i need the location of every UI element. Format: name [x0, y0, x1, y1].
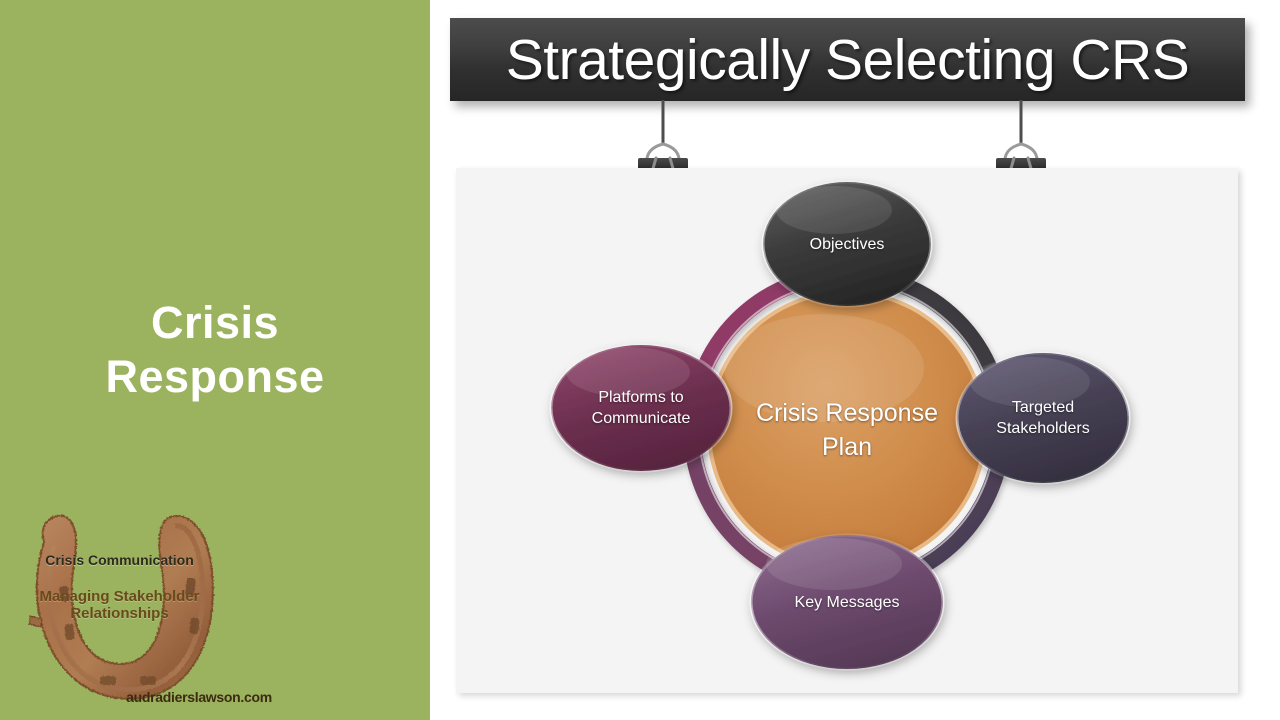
crisis-response-cycle-diagram: Crisis Response Plan Objectives Targeted…: [456, 168, 1238, 693]
horseshoe-body: [28, 514, 214, 700]
node-targeted-stakeholders[interactable]: [955, 351, 1131, 485]
section-title: Crisis Response: [105, 297, 325, 402]
slide-title: Strategically Selecting CRS: [505, 27, 1190, 92]
horseshoe-icon: [28, 514, 214, 700]
node-platforms-to-communicate[interactable]: [549, 343, 733, 473]
node-key-messages[interactable]: [749, 533, 945, 671]
node-objectives[interactable]: [761, 180, 933, 308]
slide-title-banner: Strategically Selecting CRS: [450, 18, 1245, 101]
slide-content-panel: Crisis Response Plan Objectives Targeted…: [456, 168, 1238, 693]
logo-horseshoe: Crisis Communication Managing Stakeholde…: [14, 500, 294, 715]
left-sidebar-panel: Crisis Response: [0, 0, 430, 720]
center-circle: [707, 290, 987, 570]
